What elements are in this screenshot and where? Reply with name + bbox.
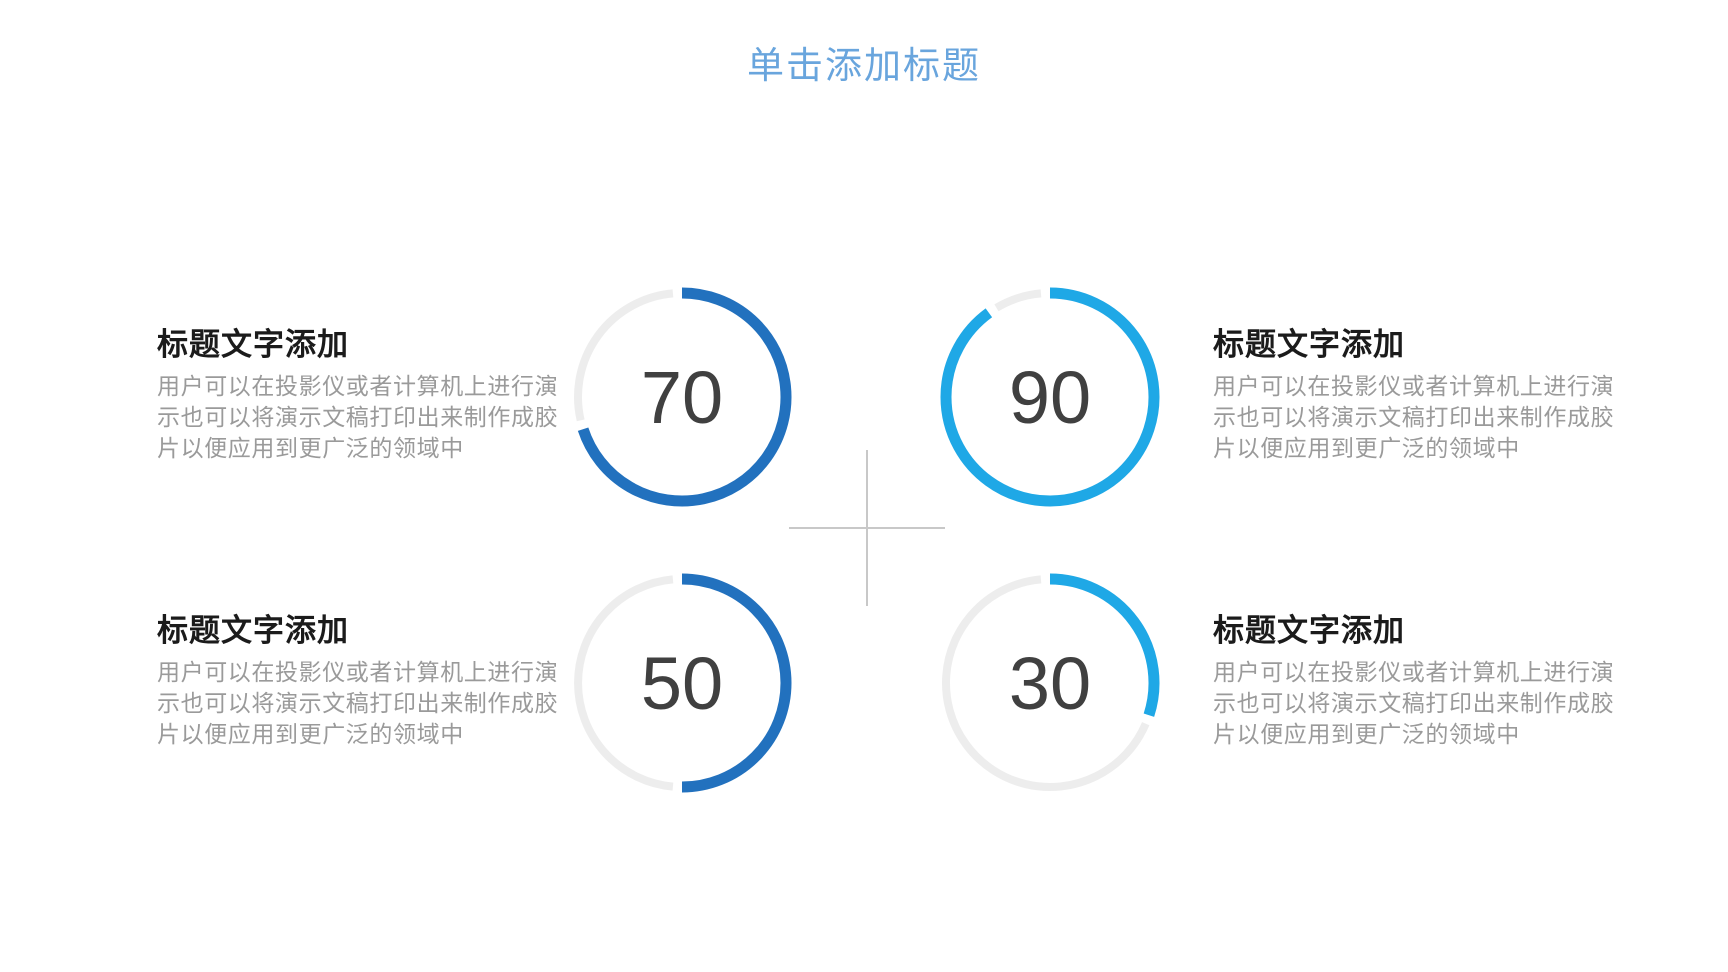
stat-circle-bottom-right: 30 — [940, 573, 1160, 793]
progress-value: 50 — [640, 641, 724, 725]
text-block-bottom-right: 标题文字添加 用户可以在投影仪或者计算机上进行演 示也可以将演示文稿打印出来制作… — [1213, 613, 1633, 750]
progress-ring — [574, 287, 792, 507]
item-body-line: 片以便应用到更广泛的领域中 — [157, 721, 464, 747]
item-heading: 标题文字添加 — [157, 613, 349, 648]
item-body-line: 示也可以将演示文稿打印出来制作成胶 — [157, 404, 559, 430]
item-heading: 标题文字添加 — [1213, 327, 1405, 362]
item-body: 用户可以在投影仪或者计算机上进行演 示也可以将演示文稿打印出来制作成胶 片以便应… — [1213, 371, 1633, 464]
item-body-line: 用户可以在投影仪或者计算机上进行演 — [1213, 659, 1615, 685]
progress-ring — [574, 573, 792, 793]
item-body-line: 示也可以将演示文稿打印出来制作成胶 — [157, 690, 559, 716]
cross-horizontal-line — [789, 527, 945, 529]
item-body: 用户可以在投影仪或者计算机上进行演 示也可以将演示文稿打印出来制作成胶 片以便应… — [157, 657, 577, 750]
item-body: 用户可以在投影仪或者计算机上进行演 示也可以将演示文稿打印出来制作成胶 片以便应… — [157, 371, 577, 464]
stat-circle-bottom-left: 50 — [572, 573, 792, 793]
ring-track-arc — [994, 289, 1042, 312]
item-body-line: 片以便应用到更广泛的领域中 — [157, 435, 464, 461]
stat-circle-top-left: 70 — [572, 287, 792, 507]
item-body-line: 用户可以在投影仪或者计算机上进行演 — [1213, 373, 1615, 399]
item-body-line: 示也可以将演示文稿打印出来制作成胶 — [1213, 404, 1615, 430]
progress-ring — [940, 287, 1160, 507]
item-body-line: 片以便应用到更广泛的领域中 — [1213, 721, 1520, 747]
progress-value: 90 — [1008, 355, 1092, 439]
ring-track-arc — [574, 575, 674, 791]
text-block-top-left: 标题文字添加 用户可以在投影仪或者计算机上进行演 示也可以将演示文稿打印出来制作… — [157, 327, 577, 464]
ring-progress-arc — [1049, 573, 1160, 717]
item-body-line: 片以便应用到更广泛的领域中 — [1213, 435, 1520, 461]
item-body-line: 用户可以在投影仪或者计算机上进行演 — [157, 659, 559, 685]
item-body-line: 示也可以将演示文稿打印出来制作成胶 — [1213, 690, 1615, 716]
slide-title: 单击添加标题 — [747, 45, 981, 86]
stat-circle-top-right: 90 — [940, 287, 1160, 507]
progress-ring — [942, 573, 1160, 791]
ring-progress-arc — [577, 287, 792, 507]
item-body: 用户可以在投影仪或者计算机上进行演 示也可以将演示文稿打印出来制作成胶 片以便应… — [1213, 657, 1633, 750]
text-block-top-right: 标题文字添加 用户可以在投影仪或者计算机上进行演 示也可以将演示文稿打印出来制作… — [1213, 327, 1633, 464]
item-body-line: 用户可以在投影仪或者计算机上进行演 — [157, 373, 559, 399]
ring-track-arc — [942, 575, 1150, 791]
progress-value: 70 — [640, 355, 724, 439]
item-heading: 标题文字添加 — [157, 327, 349, 362]
ring-progress-arc — [681, 573, 792, 793]
text-block-bottom-left: 标题文字添加 用户可以在投影仪或者计算机上进行演 示也可以将演示文稿打印出来制作… — [157, 613, 577, 750]
ring-progress-arc — [940, 287, 1160, 507]
item-heading: 标题文字添加 — [1213, 613, 1405, 648]
ring-track-arc — [574, 289, 674, 422]
progress-value: 30 — [1008, 641, 1092, 725]
